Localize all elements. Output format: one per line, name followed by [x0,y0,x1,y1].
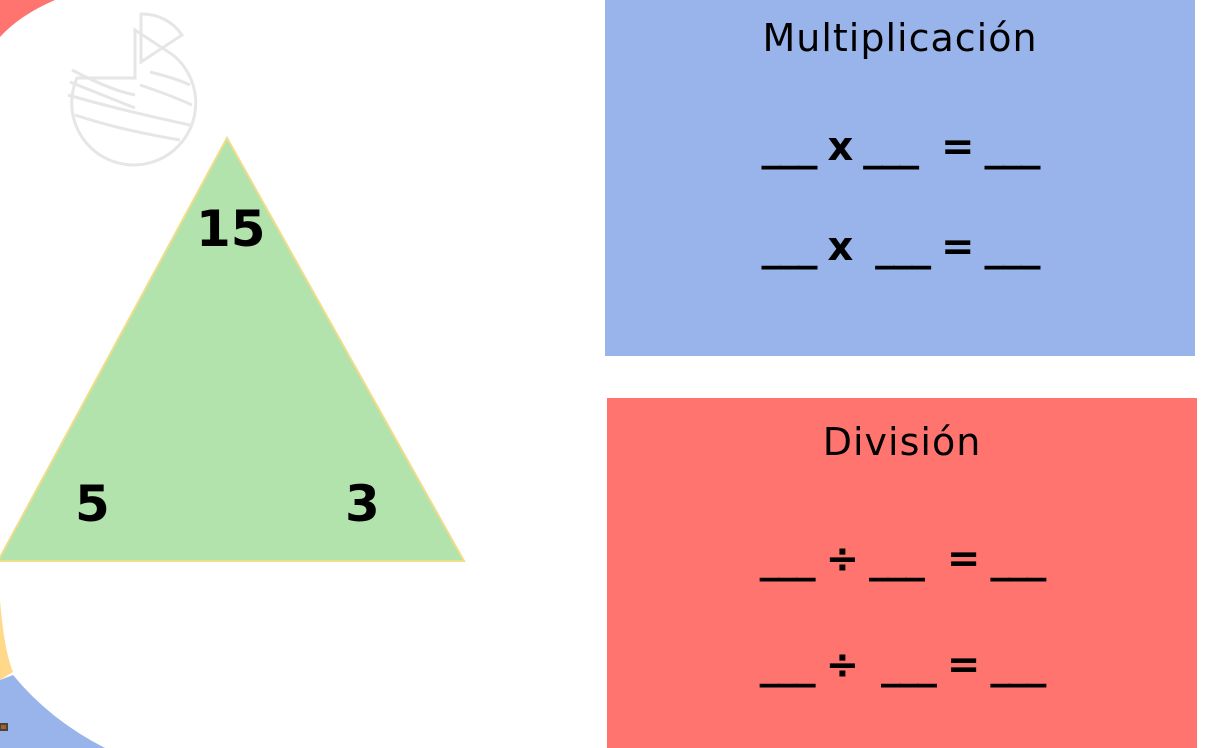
multiplication-equation: ___ x ___ = ___ [761,124,1041,170]
fact-triangle [0,135,466,562]
multiplication-title: Multiplicación [762,16,1038,60]
division-equation: ___ ÷ ___ = ___ [759,642,1047,688]
pie-chart-icon [67,12,198,167]
sign-icon [0,723,8,731]
division-title: División [822,420,982,464]
blue-corner-shape [0,675,105,748]
triangle-right-number: 3 [345,475,380,533]
triangle-left-number: 5 [75,475,110,533]
multiplication-card: Multiplicación ___ x ___ = ___ ___ x ___… [605,0,1195,356]
yellow-corner-shape [0,600,13,680]
division-card: División ___ ÷ ___ = ___ ___ ÷ ___ = ___ [607,398,1197,748]
multiplication-equation: ___ x ___ = ___ [761,224,1041,270]
triangle-top-number: 15 [196,200,266,258]
division-equation: ___ ÷ ___ = ___ [759,536,1047,582]
red-corner-shape [0,0,55,37]
